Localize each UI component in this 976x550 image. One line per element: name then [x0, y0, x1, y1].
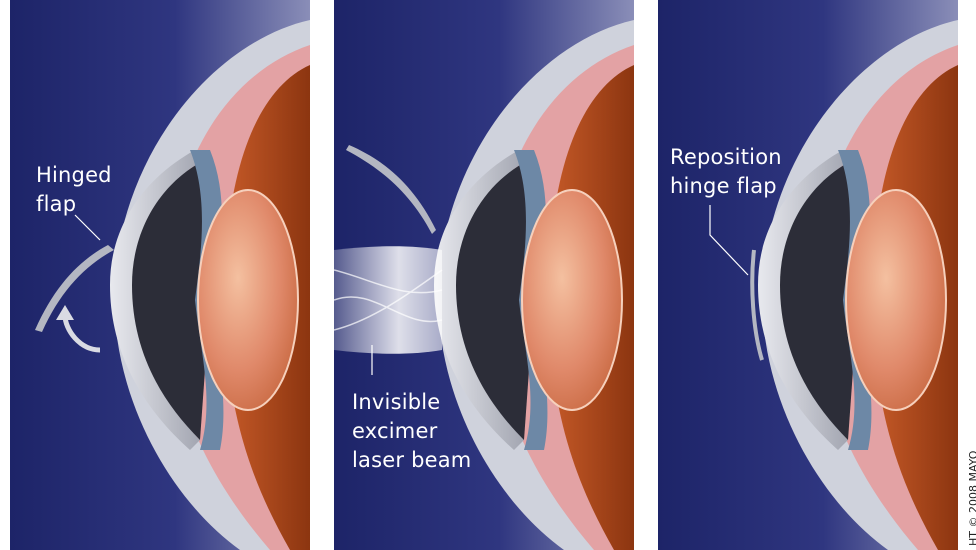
- label-line: Hinged: [36, 161, 112, 190]
- label-laser-beam: Invisible excimer laser beam: [352, 388, 471, 475]
- label-hinged-flap: Hinged flap: [36, 161, 112, 219]
- label-reposition-flap: Reposition hinge flap: [670, 143, 782, 201]
- panel-reposition-flap: Reposition hinge flap: [658, 0, 958, 550]
- label-line: flap: [36, 190, 112, 219]
- label-line: hinge flap: [670, 172, 782, 201]
- label-line: Invisible: [352, 388, 471, 417]
- panel-laser-beam: Invisible excimer laser beam: [334, 0, 634, 550]
- label-line: Reposition: [670, 143, 782, 172]
- label-line: excimer: [352, 417, 471, 446]
- eye-cross-section-illustration: [10, 0, 310, 550]
- copyright-text: HT © 2008 MAYO: [967, 451, 976, 546]
- label-line: laser beam: [352, 446, 471, 475]
- eye-cross-section-illustration: [658, 0, 958, 550]
- panel-hinged-flap: Hinged flap: [10, 0, 310, 550]
